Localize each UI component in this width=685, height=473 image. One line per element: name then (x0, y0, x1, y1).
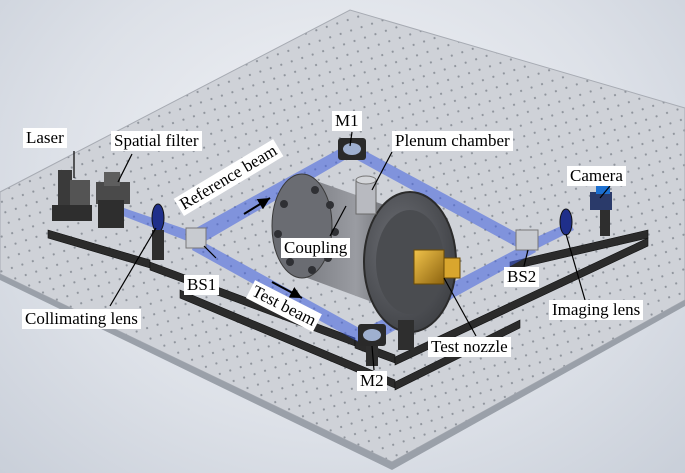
label-coupling: Coupling (281, 238, 351, 258)
leader-lines (73, 131, 611, 371)
label-laser: Laser (23, 128, 67, 148)
camera-shape (590, 186, 612, 236)
label-plenum-chamber: Plenum chamber (392, 131, 513, 151)
collimating-lens-shape (151, 203, 165, 233)
bs2-cube (515, 229, 539, 251)
label-camera: Camera (567, 166, 626, 186)
label-collimating-lens: Collimating lens (22, 309, 141, 329)
label-bs1: BS1 (184, 275, 220, 295)
reference-beam-arrow (243, 197, 271, 215)
mirror-m2 (358, 324, 386, 366)
mirror-m1 (338, 138, 366, 160)
label-m1: M1 (332, 111, 362, 131)
test-nozzle-shape (413, 249, 461, 285)
spatial-filter-assembly (96, 172, 130, 228)
label-imaging-lens: Imaging lens (549, 300, 644, 320)
bs1-cube (185, 227, 207, 249)
imaging-lens-shape (559, 208, 573, 236)
label-spatial-filter: Spatial filter (111, 131, 202, 151)
laser-assembly (52, 170, 92, 221)
label-test-nozzle: Test nozzle (428, 337, 511, 357)
label-m2: M2 (357, 371, 387, 391)
label-bs2: BS2 (504, 267, 540, 287)
test-beam-arrow (271, 281, 303, 299)
